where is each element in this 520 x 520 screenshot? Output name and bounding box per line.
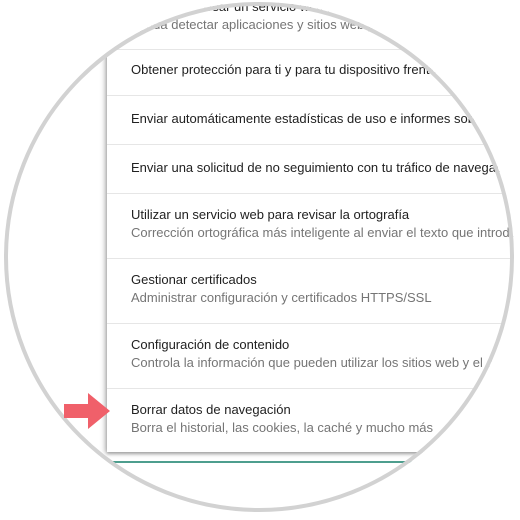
setting-item-web-service[interactable]: Usar un servicio web para ayudar a resol… — [131, 2, 514, 34]
setting-item-subtitle: Controla la información que pueden utili… — [131, 355, 514, 370]
setting-item-title: Utilizar un servicio web para revisar la… — [131, 207, 410, 222]
setting-item-title: Configuración de contenido — [131, 337, 290, 352]
arrow-right-icon — [64, 393, 110, 429]
setting-item-title: Usar un servicio web para ayudar a resol… — [203, 2, 514, 14]
divider — [107, 144, 514, 145]
divider — [107, 95, 514, 96]
divider — [107, 323, 514, 324]
page-accent-line — [112, 461, 432, 463]
setting-item-title: Gestionar certificados — [131, 272, 257, 287]
setting-item-manage-certificates[interactable]: Gestionar certificados Administrar confi… — [131, 271, 514, 307]
divider — [107, 258, 514, 259]
magnifier-lens: Usar un servicio web para ayudar a resol… — [4, 2, 514, 512]
setting-item-usage-stats[interactable]: Enviar automáticamente estadísticas de u… — [131, 110, 514, 128]
setting-item-title: Enviar una solicitud de no seguimiento c… — [131, 160, 514, 175]
setting-item-title: Obtener protección para ti y para tu dis… — [131, 62, 514, 77]
divider — [107, 49, 514, 50]
setting-item-clear-browsing-data[interactable]: Borrar datos de navegación Borra el hist… — [131, 401, 514, 437]
setting-item-content-settings[interactable]: Configuración de contenido Controla la i… — [131, 336, 514, 372]
setting-item-title: Borrar datos de navegación — [131, 402, 291, 417]
divider — [107, 388, 514, 389]
privacy-settings-panel: Usar un servicio web para ayudar a resol… — [107, 2, 514, 452]
setting-item-do-not-track[interactable]: Enviar una solicitud de no seguimiento c… — [131, 159, 514, 177]
setting-item-subtitle: Corrección ortográfica más inteligente a… — [131, 225, 514, 240]
setting-item-subtitle: Borra el historial, las cookies, la cach… — [131, 420, 434, 435]
setting-item-subtitle: Administrar configuración y certificados… — [131, 290, 432, 305]
setting-item-title: Enviar automáticamente estadísticas de u… — [131, 111, 514, 126]
setting-item-subtitle: Ayuda detectar aplicaciones y sitios web… — [131, 17, 428, 32]
setting-item-protection[interactable]: Obtener protección para ti y para tu dis… — [131, 61, 514, 79]
divider — [107, 193, 514, 194]
setting-item-spellcheck[interactable]: Utilizar un servicio web para revisar la… — [131, 206, 514, 242]
